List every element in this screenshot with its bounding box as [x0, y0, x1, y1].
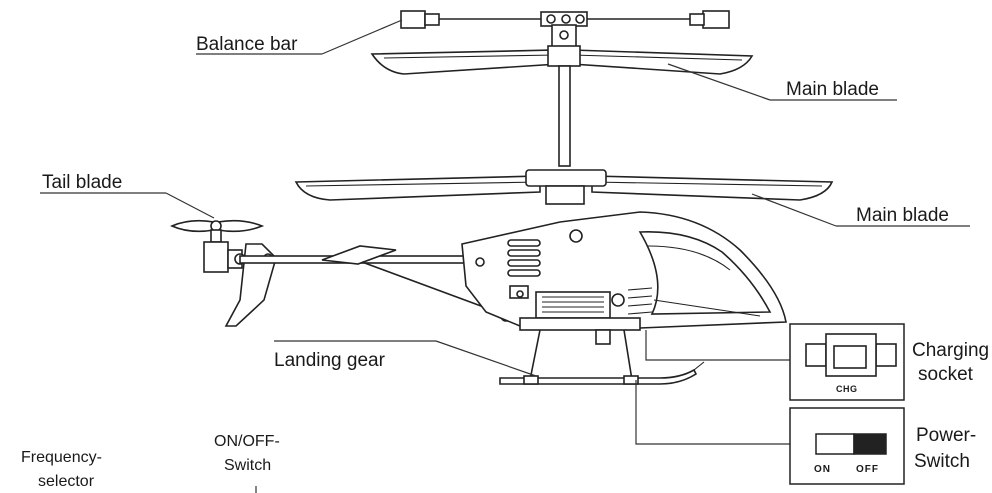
- power-switch-inset: ON OFF: [789, 407, 905, 485]
- balance-bar: [400, 10, 730, 48]
- label-landing-gear: Landing gear: [274, 350, 386, 371]
- label-power-line2: Switch: [914, 451, 970, 472]
- tail-assembly: [170, 219, 512, 327]
- landing-gear: [499, 329, 705, 385]
- label-main-blade-lower: Main blade: [856, 205, 949, 226]
- label-charging-line1: Charging: [912, 340, 989, 361]
- on-label: ON: [814, 464, 831, 475]
- label-frequency-line1: Frequency-: [21, 449, 102, 466]
- main-blade-lower: [294, 169, 834, 205]
- label-main-blade-top: Main blade: [786, 79, 879, 100]
- label-onoff-line2: Switch: [224, 457, 271, 474]
- off-label: OFF: [856, 464, 879, 475]
- charging-socket-inset: CHG: [789, 323, 905, 401]
- rotor-mast: [558, 65, 571, 167]
- leader-lines: [40, 19, 970, 493]
- label-onoff-line1: ON/OFF-: [214, 433, 280, 450]
- label-charging-line2: socket: [918, 364, 974, 385]
- label-frequency-line2: selector: [38, 473, 95, 490]
- label-balance-bar: Balance bar: [196, 34, 298, 55]
- label-power-line1: Power-: [916, 425, 976, 446]
- chg-label: CHG: [836, 384, 858, 394]
- main-blade-top: [370, 45, 754, 75]
- label-tail-blade: Tail blade: [42, 172, 122, 193]
- fuselage: [461, 211, 787, 331]
